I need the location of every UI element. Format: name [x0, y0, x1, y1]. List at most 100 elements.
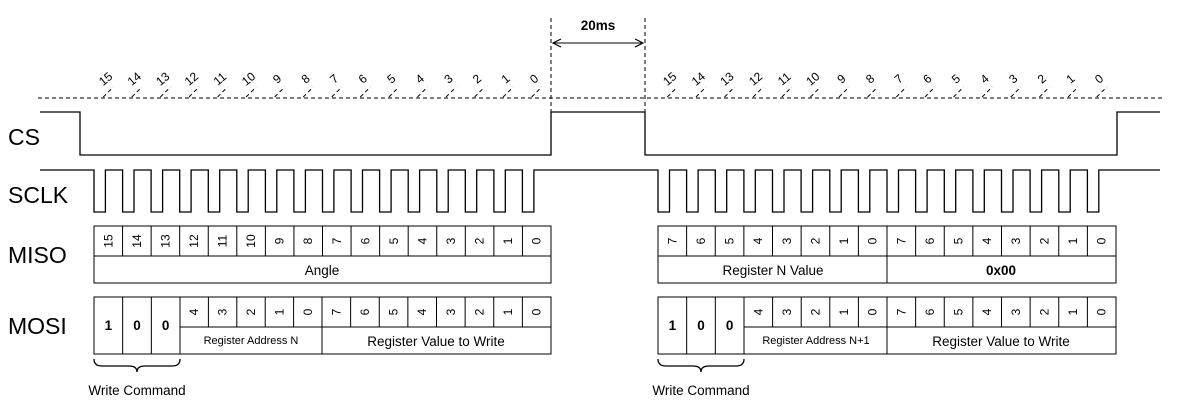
- bit-tick-mark: [531, 86, 543, 98]
- brace-2: [657, 358, 745, 373]
- miso-zero-field: 0x00: [986, 263, 1016, 278]
- miso-bit-label: 12: [187, 234, 201, 248]
- mosi-val-bit-label: 3: [1009, 308, 1023, 315]
- mosi-val-bit-label: 5: [387, 308, 401, 315]
- mosi-cmd-bit-label: 0: [162, 318, 170, 333]
- mosi-val-bit-label: 4: [980, 308, 994, 315]
- miso-bit-label: 0: [530, 237, 544, 244]
- bit-tick-label: 15: [96, 69, 115, 89]
- bit-tick-label: 13: [153, 69, 172, 89]
- miso-bit-label: 1: [501, 237, 515, 244]
- bit-tick-label: 6: [920, 71, 934, 86]
- bit-tick-label: 2: [1035, 71, 1049, 86]
- mosi-val-bit-label: 2: [472, 308, 486, 315]
- bit-tick-mark: [160, 86, 171, 98]
- mosi-val-bit-label: 6: [358, 308, 372, 315]
- bit-tick-label: 10: [239, 69, 258, 89]
- write-command-label: Write Command: [652, 383, 749, 398]
- miso-bit-label: 14: [130, 234, 144, 248]
- miso-bit-label: 2: [473, 237, 487, 244]
- miso-bit-label: 5: [952, 237, 966, 244]
- mosi-val-bit-label: 7: [894, 308, 908, 315]
- miso-bit-label: 3: [780, 237, 794, 244]
- mosi-val-bit-label: 4: [415, 308, 429, 315]
- mosi-addr-bit-label: 0: [866, 308, 880, 315]
- mosi-addr-bit-label: 2: [244, 308, 258, 315]
- bit-tick-label: 0: [527, 71, 541, 86]
- miso-bit-label: 2: [808, 237, 822, 244]
- miso-bit-label: 4: [980, 237, 994, 244]
- write-command-brace-1: Write Command: [88, 358, 186, 398]
- mosi-addr-bit-label: 0: [301, 308, 315, 315]
- bit-tick-mark: [502, 86, 514, 98]
- bit-tick-label: 14: [689, 69, 708, 89]
- mosi-frame-1: Register Address N Register Value to Wri…: [93, 296, 552, 355]
- mosi-addr-bit-label: 3: [216, 308, 230, 315]
- brace-1: [93, 358, 181, 373]
- bit-tick-mark: [331, 86, 343, 98]
- miso-bit-label: 7: [894, 237, 908, 244]
- bit-tick-mark: [245, 86, 257, 98]
- bit-tick-label: 13: [717, 69, 736, 89]
- miso-bit-label: 15: [101, 234, 115, 248]
- mosi-val-bit-label: 6: [923, 308, 937, 315]
- mosi-value-field: Register Value to Write: [932, 334, 1070, 349]
- mosi-cmd-bit-label: 1: [669, 318, 677, 333]
- bit-tick-label: 6: [356, 71, 370, 86]
- bit-tick-mark: [953, 86, 964, 98]
- bit-tick-label: 10: [803, 69, 822, 89]
- bit-tick-mark: [1067, 86, 1079, 98]
- mosi-addr-bit-label: 1: [272, 308, 286, 315]
- bit-tick-label: 0: [1092, 71, 1106, 86]
- bit-tick-mark: [302, 86, 314, 98]
- bit-tick-label: 4: [978, 71, 992, 86]
- miso-bit-label: 5: [723, 237, 737, 244]
- bit-tick-label: 14: [125, 69, 144, 89]
- mosi-cmd-bit-label: 0: [133, 318, 141, 333]
- bit-tick-mark: [388, 86, 400, 98]
- miso-bit-label: 0: [866, 237, 880, 244]
- bit-tick-mark: [924, 86, 936, 98]
- mosi-val-bit-label: 2: [1037, 308, 1051, 315]
- bit-tick-mark: [981, 86, 993, 98]
- mosi-val-bit-label: 5: [952, 308, 966, 315]
- bit-tick-label: 12: [182, 69, 201, 89]
- miso-bit-label: 8: [301, 237, 315, 244]
- bit-tick-mark: [867, 86, 879, 98]
- bit-tick-mark: [445, 86, 457, 98]
- mosi-val-bit-label: 1: [1066, 308, 1080, 315]
- mosi-addr-bit-label: 4: [751, 308, 765, 315]
- bit-tick-label: 11: [775, 69, 794, 88]
- miso-bit-label: 1: [1066, 237, 1080, 244]
- mosi-val-bit-label: 0: [530, 308, 544, 315]
- mosi-label: MOSI: [8, 313, 67, 339]
- bit-tick-label: 11: [211, 69, 230, 88]
- bit-tick-label: 8: [299, 71, 313, 86]
- bit-tick-label: 7: [327, 71, 341, 86]
- miso-bit-label: 2: [1037, 237, 1051, 244]
- bit-tick-label: 3: [1006, 71, 1020, 86]
- bit-tick-mark: [274, 86, 286, 98]
- miso-bit-label: 4: [751, 237, 765, 244]
- bit-tick-label: 1: [1063, 71, 1077, 86]
- miso-bit-label: 13: [158, 234, 172, 248]
- miso-bit-label: 7: [665, 237, 679, 244]
- mosi-address-field: Register Address N+1: [762, 335, 869, 347]
- mosi-addr-bit-label: 1: [837, 308, 851, 315]
- mosi-addr-bit-label: 3: [780, 308, 794, 315]
- mosi-val-bit-label: 7: [329, 308, 343, 315]
- delay-marker: 20ms: [550, 18, 646, 112]
- bit-tick-mark: [359, 86, 371, 98]
- delay-label: 20ms: [581, 18, 616, 33]
- miso-bit-label: 3: [444, 237, 458, 244]
- bit-tick-mark: [695, 86, 707, 98]
- bit-tick-mark: [188, 86, 200, 98]
- bit-tick-mark: [1010, 86, 1022, 98]
- bit-tick-mark: [666, 86, 678, 98]
- bit-tick-label: 8: [863, 71, 877, 86]
- write-command-label: Write Command: [88, 383, 185, 398]
- bit-tick-mark: [1096, 86, 1108, 98]
